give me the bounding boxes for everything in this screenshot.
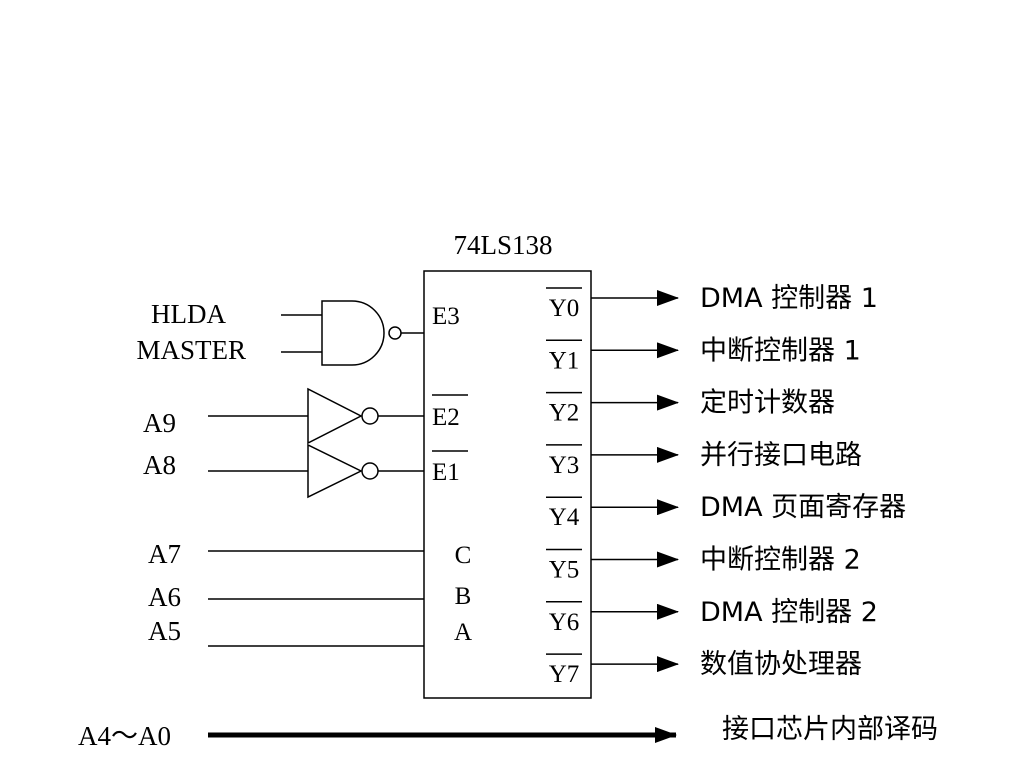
input-label-a5: A5 xyxy=(148,616,181,646)
output-target-y2: 定时计数器 xyxy=(700,388,835,419)
inverter-a8 xyxy=(307,443,363,499)
pin-b: B xyxy=(455,583,472,610)
input-label-a9: A9 xyxy=(143,408,176,438)
input-label-a8: A8 xyxy=(143,450,176,480)
bus-label: A4～A0 xyxy=(78,721,171,751)
chip-body xyxy=(423,270,592,699)
pin-e3: E3 xyxy=(432,303,460,330)
output-pin-y7: Y7 xyxy=(549,661,580,688)
output-pin-y3: Y3 xyxy=(549,452,580,479)
output-pin-y0: Y0 xyxy=(549,295,580,322)
nand-bubble xyxy=(388,326,402,340)
output-target-y6: DMA 控制器 2 xyxy=(700,597,878,628)
chip-title: 74LS138 xyxy=(453,230,552,260)
input-label-hlda: HLDA xyxy=(151,299,226,329)
pin-c: C xyxy=(455,542,472,569)
inverter-a9-bubble xyxy=(361,407,379,425)
pin-a: A xyxy=(454,619,472,646)
output-target-y4: DMA 页面寄存器 xyxy=(700,492,906,523)
output-pin-y5: Y5 xyxy=(549,557,580,584)
inverter-a8-bubble xyxy=(361,462,379,480)
output-target-y1: 中断控制器 1 xyxy=(700,335,861,366)
bus-target-label: 接口芯片内部译码 xyxy=(722,714,938,745)
pin-e2: E2 xyxy=(432,404,460,431)
output-target-y7: 数值协处理器 xyxy=(700,649,862,680)
output-target-y0: DMA 控制器 1 xyxy=(700,283,878,314)
output-pin-y6: Y6 xyxy=(549,609,580,636)
output-target-y3: 并行接口电路 xyxy=(700,440,862,471)
output-pin-y1: Y1 xyxy=(549,347,580,374)
nand-gate xyxy=(321,300,385,366)
input-label-a7: A7 xyxy=(148,539,181,569)
input-label-master: MASTER xyxy=(136,335,246,365)
output-target-y5: 中断控制器 2 xyxy=(700,545,861,576)
output-pin-y4: Y4 xyxy=(549,504,580,531)
input-label-a6: A6 xyxy=(148,582,181,612)
inverter-a9 xyxy=(307,387,363,445)
output-pin-y2: Y2 xyxy=(549,400,580,427)
pin-e1: E1 xyxy=(432,459,460,486)
